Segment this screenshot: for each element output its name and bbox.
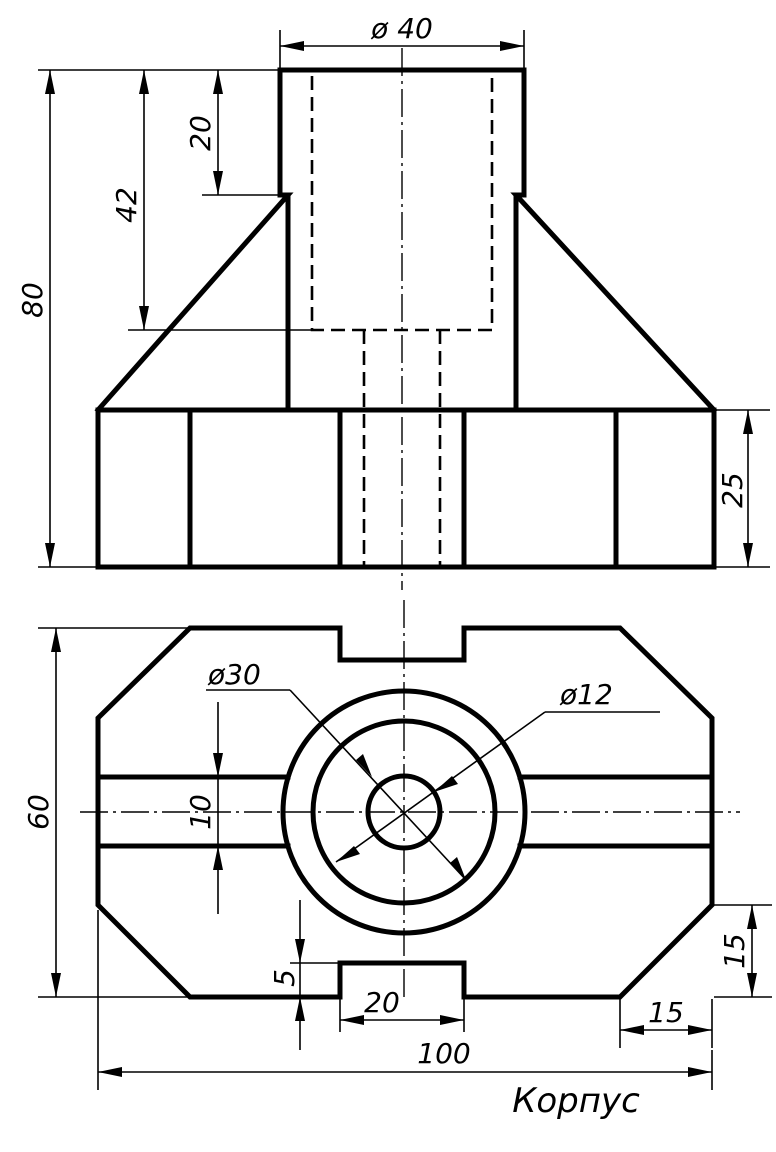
dim-arrow [45,543,55,567]
dim-depth-5: 5 [268,969,301,987]
dim-arrow [98,1067,122,1077]
dim-arrow [51,973,61,997]
dim-diameter-12: ø12 [559,678,613,711]
dim-arrow [213,753,223,777]
dim-arrow [500,41,524,51]
dim-height-42: 42 [110,187,143,223]
dim-length-100: 100 [417,1037,470,1070]
dim-diameter-30: ø30 [207,658,261,691]
dim-arrow [295,997,305,1021]
dim-arrow [213,846,223,870]
dim-width-60: 60 [22,794,55,830]
dim-arrow [620,1025,644,1035]
dim-leader [289,689,467,881]
dim-arrow [747,905,757,929]
dim-height-80: 80 [16,282,49,318]
dim-arrow [434,776,458,792]
dim-arrow [743,543,753,567]
dim-width-10: 10 [184,794,217,830]
dim-arrow [747,973,757,997]
dim-arrow [280,41,304,51]
dim-arrow [688,1025,712,1035]
dim-arrow [295,939,305,963]
dim-chamfer-15-vertical: 15 [718,933,751,969]
rib-right [510,192,718,414]
dim-arrow [450,857,466,880]
dim-arrow [340,1015,364,1025]
dim-height-25: 25 [716,472,749,508]
dim-arrow [139,70,149,94]
dim-arrow [213,70,223,94]
dim-arrow [356,754,372,777]
drawing-title: Корпус [512,1081,640,1121]
plan-outline [95,625,715,1000]
dim-arrow [213,171,223,195]
dim-arrow [51,628,61,652]
dim-arrow [743,410,753,434]
front-view: ø 40 80 42 20 25 [16,12,770,590]
dim-arrow [45,70,55,94]
dim-height-20: 20 [184,115,217,151]
dim-chamfer-15-horizontal: 15 [648,996,684,1029]
top-view: 60 10 ø30 ø12 5 20 [22,600,772,1090]
dim-arrow [139,306,149,330]
dim-arrow [336,846,360,862]
dim-slot-20: 20 [364,986,400,1019]
base-block [95,407,717,570]
dim-arrow [688,1067,712,1077]
rib-left [94,192,294,414]
dim-arrow [440,1015,464,1025]
dim-top-diameter: ø 40 [370,12,433,45]
